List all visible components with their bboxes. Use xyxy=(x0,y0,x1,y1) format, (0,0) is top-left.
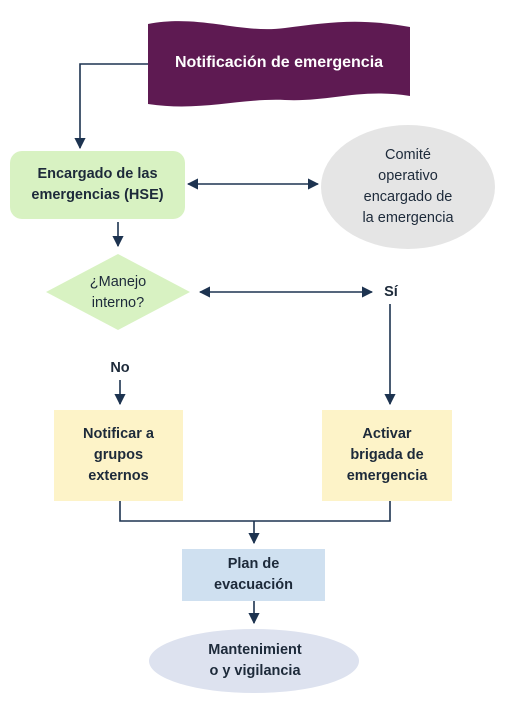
decision-node-label: ¿Manejo interno? xyxy=(89,274,147,311)
notify-external-node-shape xyxy=(54,410,183,501)
committee-node-shape xyxy=(321,125,495,249)
evacuation-plan-node-label: Plan de evacuación xyxy=(214,556,293,593)
decision-node-shape xyxy=(46,254,190,330)
notify-external-node-label: Notificar a grupos externos xyxy=(83,426,154,484)
decision-yes-label: Sí xyxy=(384,283,398,300)
hse-node-shape xyxy=(10,151,185,219)
maintenance-node-shape xyxy=(149,629,359,693)
title-to-hse-connector xyxy=(74,63,148,150)
maintenance-node-label: Mantenimient o y vigilancia xyxy=(208,642,302,679)
committee-node-label: Comité operativo encargado de la emergen… xyxy=(362,147,454,226)
evacuation-plan-node-shape xyxy=(182,549,325,601)
title-banner-shape xyxy=(148,21,410,107)
activate-brigade-node-shape xyxy=(322,410,452,501)
title-banner-label: Notificación de emergencia xyxy=(174,53,384,71)
hse-node-label: Encargado de las emergencias (HSE) xyxy=(31,166,164,203)
activate-brigade-node-label: Activar brigada de emergencia xyxy=(346,426,428,484)
decision-no-label: No xyxy=(110,359,130,376)
actions-merge-connector xyxy=(119,501,391,522)
